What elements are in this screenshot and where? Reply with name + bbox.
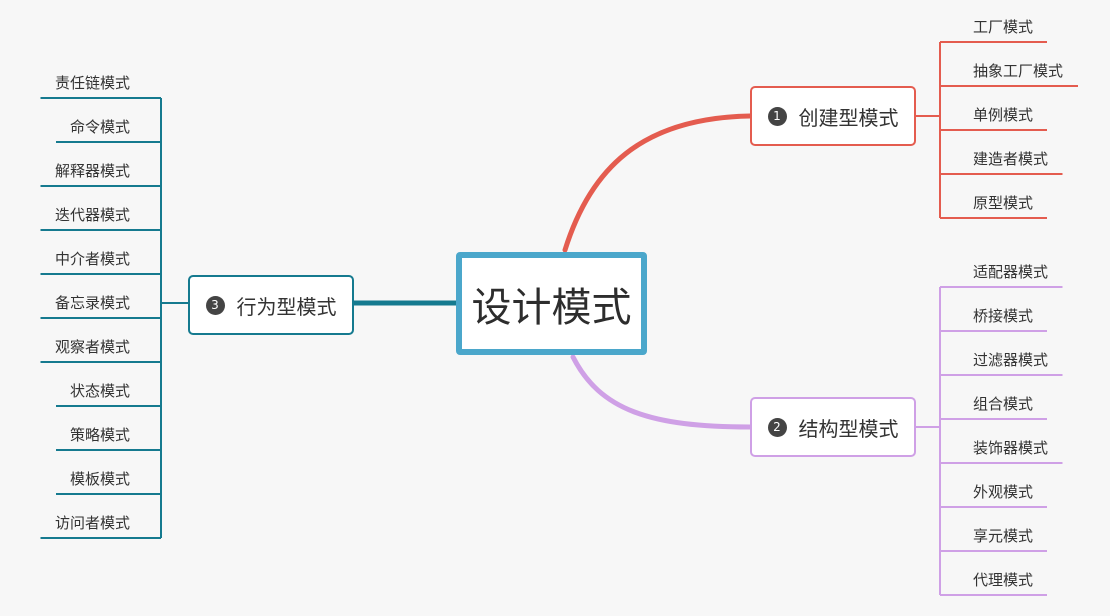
leaf-topic[interactable]: 适配器模式 xyxy=(973,263,1049,281)
leaf-topic[interactable]: 单例模式 xyxy=(973,106,1034,124)
connector-center-to-structural xyxy=(570,354,753,430)
leaf-topic[interactable]: 访问者模式 xyxy=(54,514,130,532)
branch-number-badge: 1 xyxy=(767,106,787,126)
central-topic[interactable]: 设计模式 xyxy=(456,252,647,355)
leaf-topic[interactable]: 解释器模式 xyxy=(54,162,130,180)
leaf-topic[interactable]: 策略模式 xyxy=(69,426,130,444)
leaf-topic[interactable]: 迭代器模式 xyxy=(54,206,130,224)
leaf-topic[interactable]: 外观模式 xyxy=(973,483,1034,501)
leaf-topic[interactable]: 工厂模式 xyxy=(973,18,1034,36)
branch-number-badge: 3 xyxy=(205,295,225,315)
branch-label: 结构型模式 xyxy=(798,416,899,441)
branch-behavioral-patterns[interactable]: 3 行为型模式 xyxy=(188,275,354,335)
leaf-topic[interactable]: 代理模式 xyxy=(973,571,1034,589)
leaf-topic[interactable]: 命令模式 xyxy=(69,118,130,136)
connector-center-to-creational xyxy=(562,113,753,253)
branch-creational-patterns[interactable]: 1 创建型模式 xyxy=(750,86,916,146)
leaf-topic[interactable]: 模板模式 xyxy=(69,470,130,488)
leaf-topic[interactable]: 责任链模式 xyxy=(54,74,130,92)
branch-label: 行为型模式 xyxy=(236,294,337,319)
leaf-topic[interactable]: 享元模式 xyxy=(973,527,1034,545)
leaf-topic[interactable]: 抽象工厂模式 xyxy=(973,62,1064,80)
leaf-topic[interactable]: 观察者模式 xyxy=(54,338,130,356)
leaf-topic[interactable]: 状态模式 xyxy=(69,382,130,400)
leaf-topic[interactable]: 组合模式 xyxy=(973,395,1034,413)
branch-number-badge: 2 xyxy=(767,417,787,437)
leaf-topic[interactable]: 备忘录模式 xyxy=(54,294,130,312)
leaf-topic[interactable]: 原型模式 xyxy=(973,194,1034,212)
leaf-topic[interactable]: 中介者模式 xyxy=(54,250,130,268)
leaf-topic[interactable]: 建造者模式 xyxy=(973,150,1049,168)
leaf-topic[interactable]: 过滤器模式 xyxy=(973,351,1049,369)
central-topic-label: 设计模式 xyxy=(471,284,632,331)
leaf-topic[interactable]: 装饰器模式 xyxy=(973,439,1049,457)
branch-structural-patterns[interactable]: 2 结构型模式 xyxy=(750,397,916,457)
leaf-topic[interactable]: 桥接模式 xyxy=(973,307,1034,325)
branch-label: 创建型模式 xyxy=(798,105,899,130)
